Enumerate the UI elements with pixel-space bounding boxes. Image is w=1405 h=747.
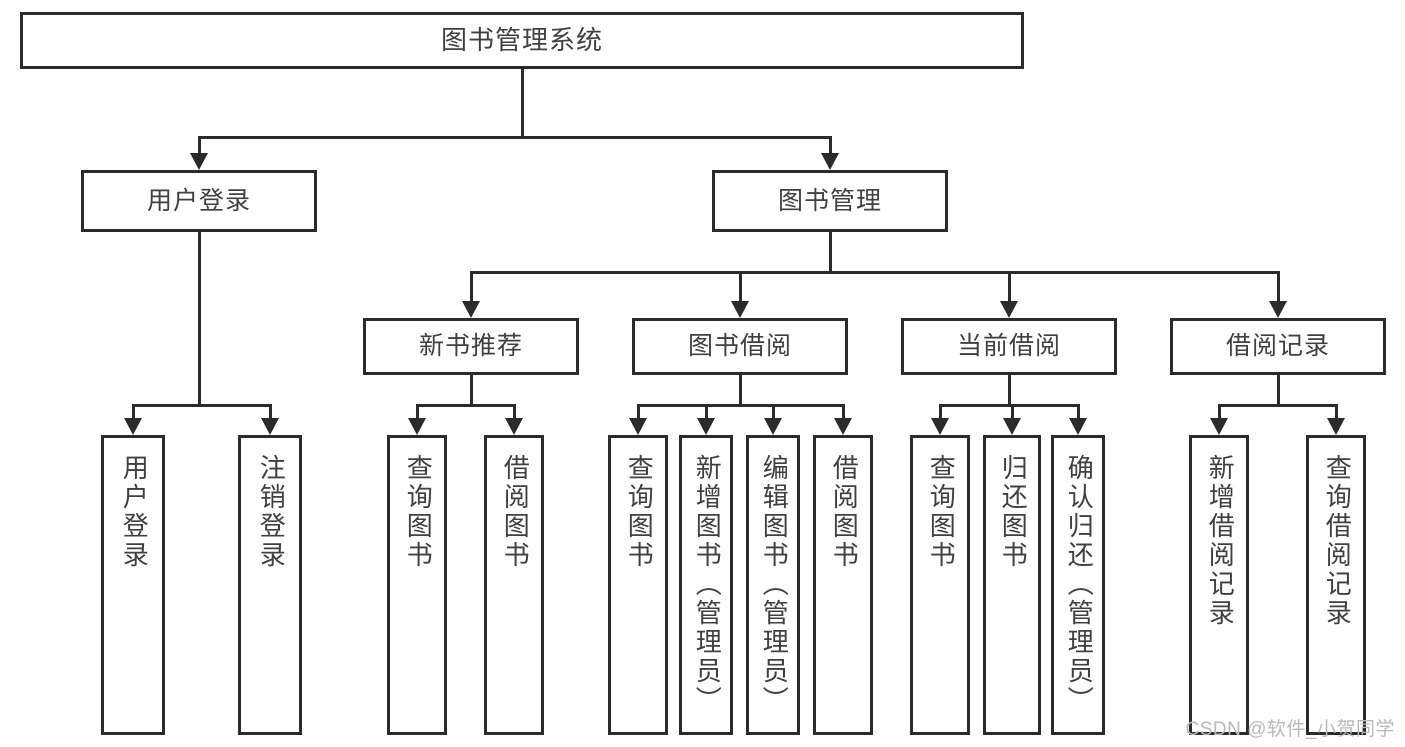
node-label: 查询图书 [624,454,655,570]
node-label: 新增图书（管理员） [692,454,723,715]
connector-bus-leaves [131,403,272,407]
node-label: 新书推荐 [418,332,523,361]
connector-drop-leaf [841,405,845,418]
connector-drop-leaf [938,405,942,418]
connector-bus-leaves [415,403,516,407]
arrow-head-icon [731,301,749,318]
node-图书借阅[interactable]: 图书借阅 [632,318,848,375]
arrow-head-icon [931,418,949,435]
arrow-head-icon [505,418,523,435]
node-图书管理系统[interactable]: 图书管理系统 [20,12,1024,69]
connector-parent-stem [1276,375,1280,405]
node-用户登录[interactable]: 用户登录 [81,170,317,232]
arrow-head-icon [190,153,208,170]
node-label: 借阅图书 [500,454,531,570]
arrow-head-icon [1069,418,1087,435]
node-label: 查询图书 [403,454,434,570]
connector-bus-leaves [938,403,1080,407]
node-label: 归还图书 [998,454,1029,570]
connector-root-stem [520,69,524,137]
node-label: 图书借阅 [687,332,792,361]
arrow-head-icon [1327,418,1345,435]
arrow-head-icon [629,418,647,435]
connector-drop-leaf [131,405,135,418]
node-label: 图书管理 [777,186,882,215]
node-图书管理[interactable]: 图书管理 [712,170,948,232]
connector-bus-leaves [636,403,845,407]
node-label: 新增借阅记录 [1205,454,1236,628]
node-label: 借阅记录 [1225,332,1330,361]
connector-drop-level3 [469,272,473,301]
arrow-head-icon [408,418,426,435]
connector-drop-leaf [268,405,272,418]
arrow-head-icon [697,418,715,435]
connector-drop-leaf [512,405,516,418]
node-借阅记录[interactable]: 借阅记录 [1170,318,1386,375]
connector-manage-stem [828,232,832,272]
connector-bus-level3 [469,270,1280,274]
node-label: 注销登录 [256,454,287,570]
node-当前借阅[interactable]: 当前借阅 [901,318,1117,375]
node-查询图书[interactable]: 查询图书 [387,435,447,735]
connector-drop-level3 [1007,272,1011,301]
node-借阅图书[interactable]: 借阅图书 [813,435,873,735]
arrow-head-icon [124,418,142,435]
node-label: 查询借阅记录 [1322,454,1353,628]
connector-drop-leaf [1217,405,1221,418]
connector-drop-leaf [1076,405,1080,418]
node-label: 确认归还（管理员） [1064,454,1095,715]
csdn-watermark: CSDN @软件_小贺同学 [1185,719,1395,740]
arrow-head-icon [1000,301,1018,318]
connector-parent-stem [738,375,742,405]
connector-drop-level3 [1276,272,1280,301]
arrow-head-icon [1269,301,1287,318]
connector-drop-level2 [828,137,832,153]
node-label: 编辑图书（管理员） [759,454,790,715]
node-label: 借阅图书 [829,454,860,570]
node-新增图书管理员[interactable]: 新增图书（管理员） [679,435,733,735]
connector-drop-leaf [1010,405,1014,418]
node-label: 查询图书 [926,454,957,570]
arrow-head-icon [764,418,782,435]
connector-drop-level2 [197,137,201,153]
node-label: 图书管理系统 [440,24,603,55]
connector-parent-stem [1007,375,1011,405]
arrow-head-icon [821,153,839,170]
node-label: 用户登录 [119,454,150,570]
arrow-head-icon [1210,418,1228,435]
node-注销登录[interactable]: 注销登录 [238,435,302,735]
node-新书推荐[interactable]: 新书推荐 [363,318,579,375]
connector-drop-leaf [1334,405,1338,418]
connector-drop-leaf [636,405,640,418]
node-查询借阅记录[interactable]: 查询借阅记录 [1306,435,1366,735]
connector-parent-stem [469,375,473,405]
connector-drop-leaf [771,405,775,418]
connector-drop-level3 [738,272,742,301]
connector-bus-level2 [197,135,832,139]
node-借阅图书[interactable]: 借阅图书 [484,435,544,735]
connector-parent-stem [197,232,201,405]
arrow-head-icon [462,301,480,318]
connector-drop-leaf [415,405,419,418]
connector-drop-leaf [704,405,708,418]
node-查询图书[interactable]: 查询图书 [910,435,970,735]
arrow-head-icon [834,418,852,435]
node-编辑图书管理员[interactable]: 编辑图书（管理员） [746,435,800,735]
node-label: 用户登录 [146,186,251,215]
connector-bus-leaves [1217,403,1338,407]
node-确认归还管理员[interactable]: 确认归还（管理员） [1051,435,1105,735]
node-用户登录[interactable]: 用户登录 [101,435,165,735]
node-查询图书[interactable]: 查询图书 [608,435,668,735]
node-新增借阅记录[interactable]: 新增借阅记录 [1189,435,1249,735]
node-label: 当前借阅 [956,332,1061,361]
node-归还图书[interactable]: 归还图书 [983,435,1041,735]
arrow-head-icon [1003,418,1021,435]
arrow-head-icon [261,418,279,435]
